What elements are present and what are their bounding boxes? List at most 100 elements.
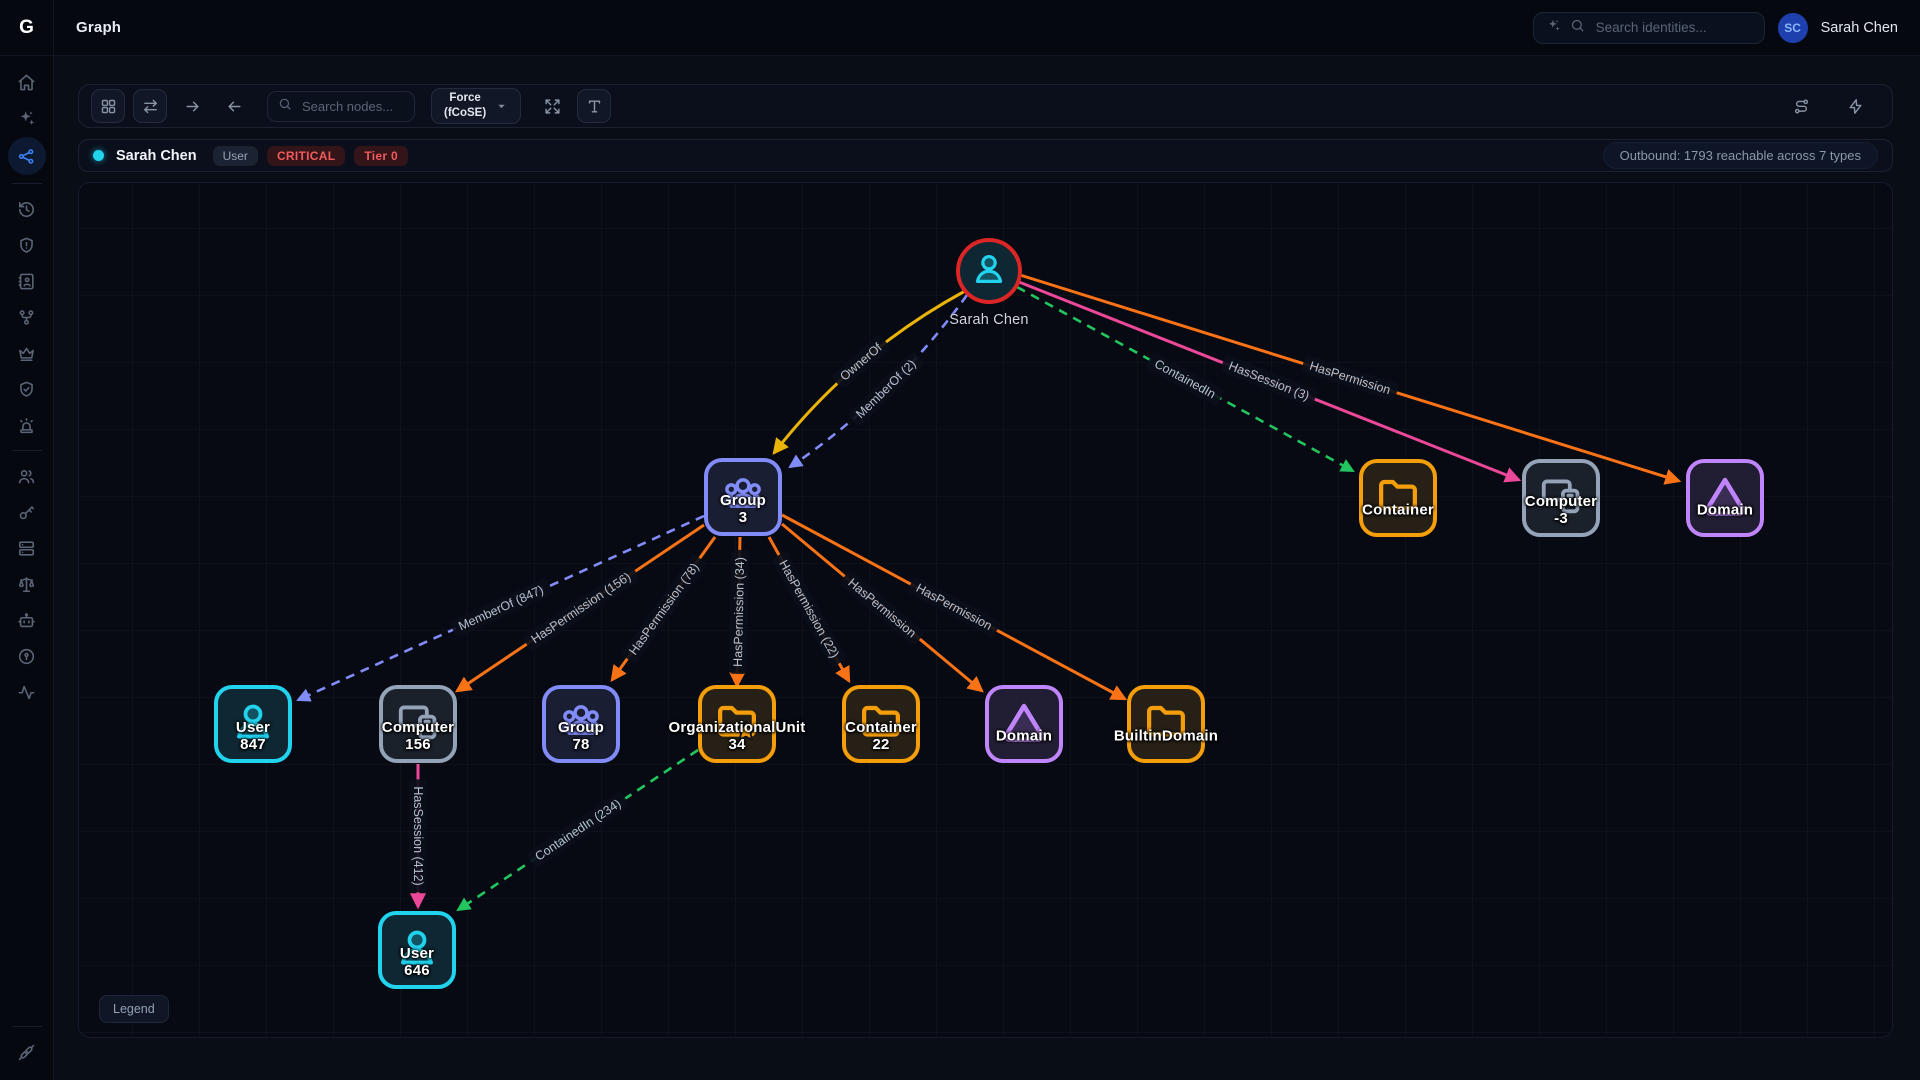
sidebar-item-history[interactable] bbox=[9, 192, 45, 226]
sidebar-item-siren[interactable] bbox=[9, 408, 45, 442]
sidebar-item-sparkles[interactable] bbox=[9, 101, 45, 135]
contact-book-icon bbox=[18, 273, 34, 289]
sidebar-item-lock-circle[interactable] bbox=[9, 639, 45, 673]
sidebar-divider bbox=[11, 1026, 42, 1027]
group-icon bbox=[721, 478, 765, 508]
node-domain-2[interactable] bbox=[985, 685, 1063, 763]
toolbar-zap-button[interactable] bbox=[1838, 89, 1872, 123]
avatar[interactable]: SC bbox=[1777, 12, 1808, 43]
search-icon bbox=[279, 98, 291, 110]
folder-star-icon bbox=[718, 705, 757, 741]
computer-icon bbox=[1541, 479, 1580, 514]
sidebar-bottom bbox=[0, 1019, 53, 1070]
toolbar-right bbox=[1784, 89, 1880, 123]
activity-icon bbox=[18, 685, 35, 699]
graph-icon bbox=[18, 148, 34, 164]
person-icon bbox=[975, 254, 1003, 283]
toolbar-layout-grid-button[interactable] bbox=[91, 89, 125, 123]
node-container-22[interactable] bbox=[842, 685, 920, 763]
edge-label-haspermission-34-[interactable]: HasPermission (34) bbox=[728, 549, 749, 674]
sidebar-nav bbox=[7, 64, 46, 710]
edge-memberof-847-[interactable] bbox=[296, 514, 705, 702]
toolbar-type-button[interactable] bbox=[577, 89, 612, 123]
sidebar-item-shield-alert[interactable] bbox=[9, 228, 45, 262]
sidebar-item-git-fork[interactable] bbox=[9, 300, 45, 334]
toolbar-maximize-button[interactable] bbox=[535, 89, 569, 123]
sidebar-item-shield-check[interactable] bbox=[9, 372, 45, 406]
history-icon bbox=[18, 201, 34, 217]
sidebar-item-scales[interactable] bbox=[9, 567, 45, 601]
node-user-847[interactable] bbox=[214, 685, 292, 763]
toolbar-arrow-right-button[interactable] bbox=[175, 89, 209, 123]
search-icon bbox=[278, 97, 292, 116]
edge-memberof-2-[interactable] bbox=[788, 294, 969, 469]
badge-critical: CRITICAL bbox=[266, 145, 346, 166]
node-search-input[interactable] bbox=[300, 97, 404, 115]
legend-button[interactable]: Legend bbox=[99, 995, 169, 1023]
toolbar-route-button[interactable] bbox=[1784, 89, 1818, 123]
node-group-78[interactable] bbox=[542, 685, 620, 763]
triangle-icon bbox=[1004, 703, 1044, 742]
node-group-3[interactable] bbox=[704, 458, 782, 536]
sidebar-item-contact-book[interactable] bbox=[9, 264, 45, 298]
node-builtindomain[interactable] bbox=[1127, 685, 1205, 763]
node-computer--3[interactable] bbox=[1522, 459, 1600, 537]
badge-tier-0: Tier 0 bbox=[354, 145, 408, 166]
node-user-646[interactable] bbox=[378, 911, 456, 989]
swap-horizontal-icon bbox=[143, 99, 157, 113]
search-icon bbox=[1570, 18, 1585, 38]
page-title: Graph bbox=[76, 19, 122, 36]
edge-label-hassession-412-[interactable]: HasSession (412) bbox=[409, 778, 427, 893]
sidebar-item-activity[interactable] bbox=[9, 675, 45, 709]
home-icon bbox=[18, 74, 35, 90]
layout-selector-label: Force (fCoSE) bbox=[444, 92, 487, 119]
sidebar-item-crown[interactable] bbox=[9, 336, 45, 370]
toolbar-swap-horizontal-button[interactable] bbox=[133, 89, 167, 123]
sidebar-item-graph[interactable] bbox=[7, 137, 46, 175]
app-logo-letter: G bbox=[19, 16, 34, 38]
sparkles-icon bbox=[1548, 19, 1560, 31]
node-search[interactable] bbox=[267, 90, 415, 122]
edge-ownerof[interactable] bbox=[772, 289, 966, 455]
node-domain-1[interactable] bbox=[1686, 459, 1764, 537]
node-sarah-chen[interactable] bbox=[956, 238, 1022, 304]
folder-icon bbox=[1147, 705, 1185, 737]
group-icon bbox=[559, 705, 603, 735]
zap-icon bbox=[1848, 98, 1862, 114]
server-icon bbox=[18, 540, 35, 556]
git-fork-icon bbox=[19, 309, 34, 325]
sidebar-divider bbox=[11, 450, 42, 451]
sidebar-item-users[interactable] bbox=[9, 459, 45, 493]
arrow-left-icon bbox=[227, 101, 241, 111]
sidebar-item-key[interactable] bbox=[9, 495, 45, 529]
layout-grid-icon bbox=[101, 99, 115, 113]
node-container[interactable] bbox=[1359, 459, 1437, 537]
unplug-icon bbox=[18, 1044, 35, 1060]
chevron-down-icon bbox=[495, 100, 508, 113]
maximize-icon bbox=[545, 98, 560, 114]
crown-icon bbox=[19, 347, 34, 361]
sparkles-icon bbox=[20, 110, 35, 125]
node-computer-156[interactable] bbox=[379, 685, 457, 763]
chevron-down-icon bbox=[498, 104, 505, 108]
node-organizationalunit-34[interactable] bbox=[698, 685, 776, 763]
sidebar-item-server[interactable] bbox=[9, 531, 45, 565]
sidebar-item-bot[interactable] bbox=[9, 603, 45, 637]
outbound-summary: Outbound: 1793 reachable across 7 types bbox=[1602, 142, 1878, 169]
sidebar bbox=[0, 56, 54, 1080]
route-icon bbox=[1794, 99, 1808, 113]
layout-selector[interactable]: Force (fCoSE) bbox=[431, 88, 522, 124]
sparkles-icon bbox=[1546, 18, 1561, 38]
toolbar-arrow-left-button[interactable] bbox=[217, 89, 251, 123]
folder-icon bbox=[1379, 479, 1417, 511]
scales-icon bbox=[18, 576, 35, 592]
sidebar-item-unplug[interactable] bbox=[9, 1035, 45, 1069]
identity-search[interactable] bbox=[1532, 11, 1765, 44]
sidebar-item-home[interactable] bbox=[9, 65, 45, 99]
identity-search-input[interactable] bbox=[1593, 19, 1752, 36]
status-dot bbox=[93, 150, 104, 161]
key-icon bbox=[19, 505, 35, 519]
